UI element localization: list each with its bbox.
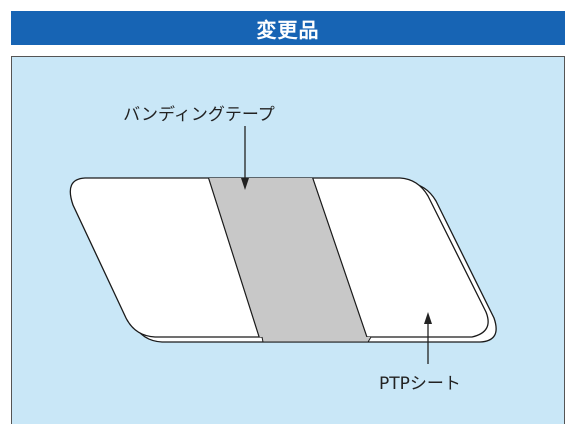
banding-tape-arrow (241, 126, 249, 190)
banding-tape (205, 178, 371, 337)
ptp-sheet-arrow (424, 312, 432, 364)
page-title: 変更品 (11, 11, 565, 45)
banding-tape-label: バンディングテープ (123, 104, 275, 125)
ptp-sheet-label: PTPシート (379, 374, 461, 394)
banding-tape-edge (261, 336, 372, 343)
